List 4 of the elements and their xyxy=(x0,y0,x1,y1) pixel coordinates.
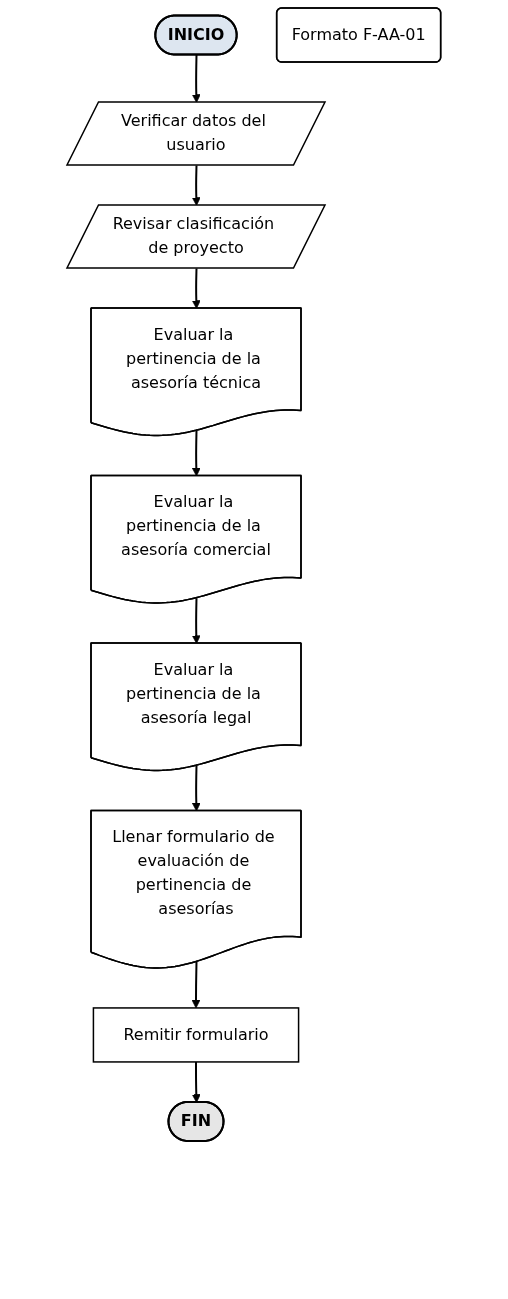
arrow xyxy=(191,960,201,1009)
arrow xyxy=(192,54,201,103)
arrow xyxy=(192,1060,201,1103)
node-box: Remitir formulario xyxy=(92,1007,300,1063)
